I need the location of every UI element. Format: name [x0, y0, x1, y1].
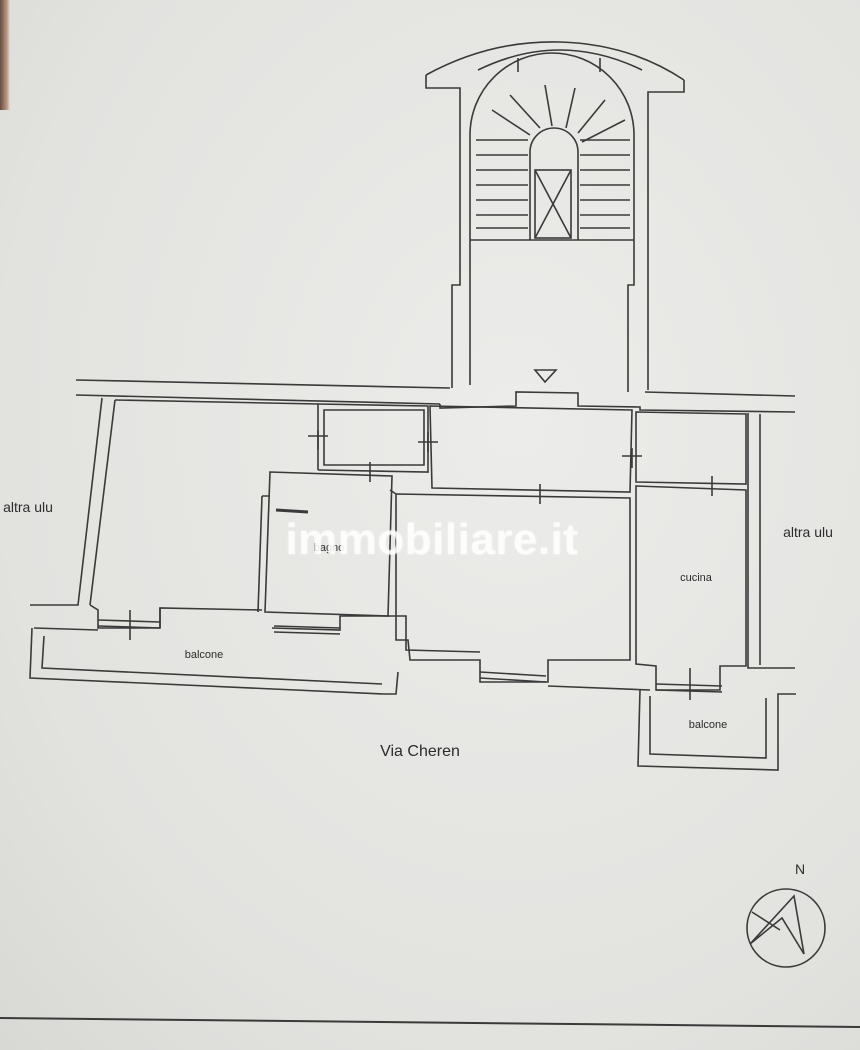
room-label-bathroom: bagno — [313, 542, 345, 554]
room-label-balcony-kitchen: balcone — [688, 719, 728, 731]
neighbor-label-left: altra ulu — [3, 499, 53, 515]
neighbor-label-right: altra ulu — [783, 524, 833, 540]
table-edge — [0, 0, 10, 110]
room-label-balcony-front: balcone — [184, 649, 224, 661]
street-label: Via Cheren — [380, 743, 460, 760]
compass — [746, 888, 826, 968]
room-label-kitchen: cucina — [680, 572, 712, 584]
watermark-logo: immobiliare.it — [285, 515, 579, 564]
stairwell — [425, 41, 685, 392]
compass-north-label: N — [794, 861, 806, 877]
interior-walls — [29, 399, 796, 771]
